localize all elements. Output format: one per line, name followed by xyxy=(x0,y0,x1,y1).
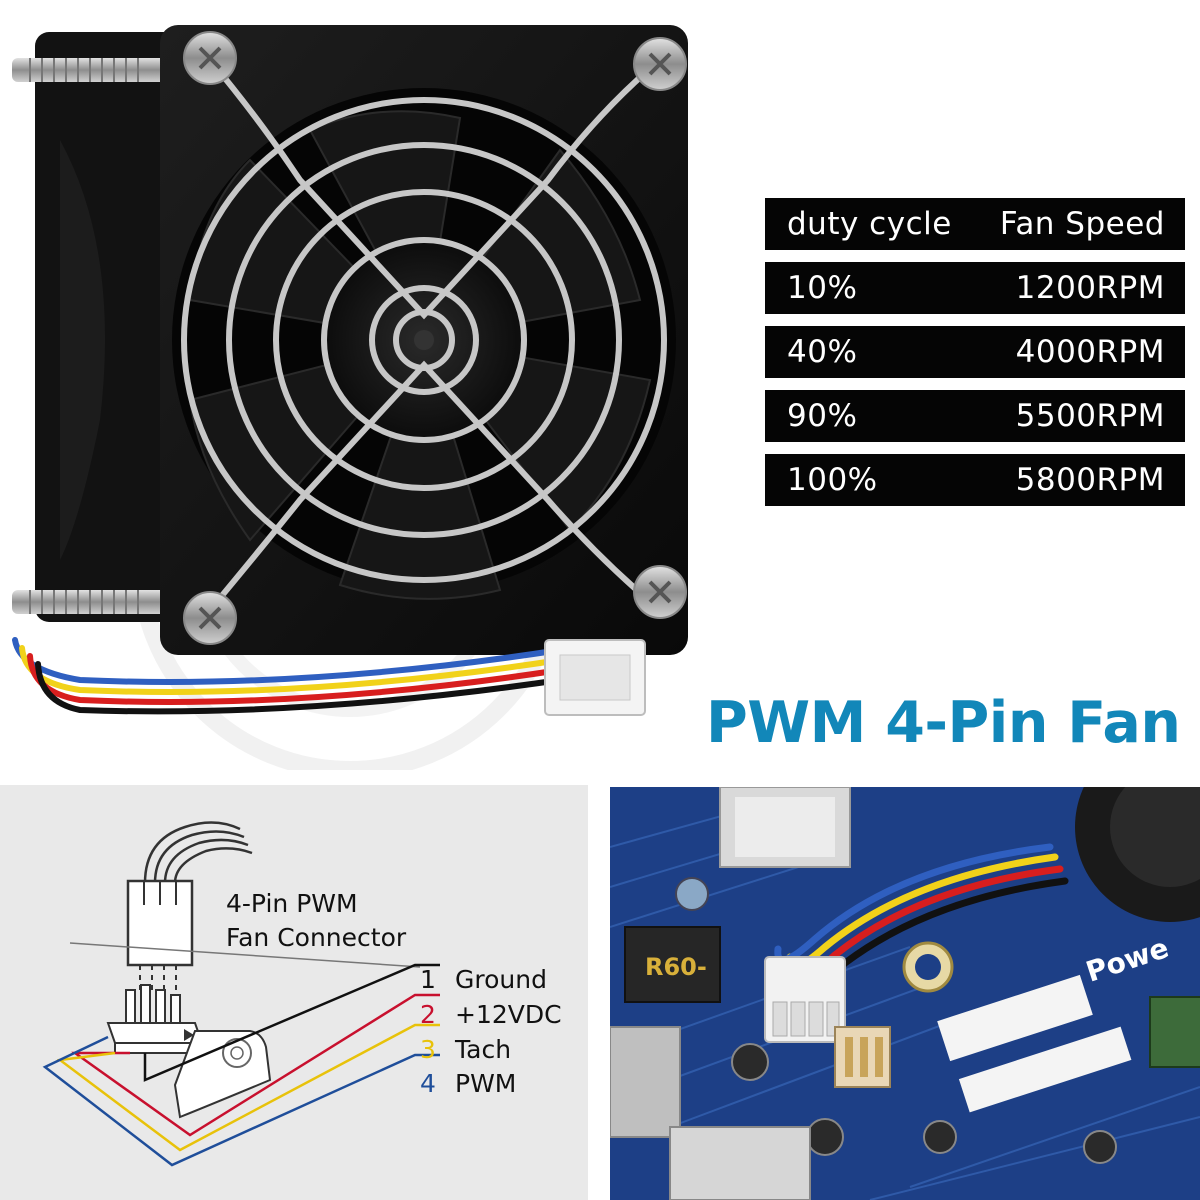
duty-cell: 100% xyxy=(787,462,878,498)
speed-cell: 5500RPM xyxy=(1015,398,1165,434)
pin-3-label: Tach xyxy=(455,1035,512,1064)
connector-title-line2: Fan Connector xyxy=(226,923,407,952)
connector-title-line1: 4-Pin PWM xyxy=(226,889,358,918)
pin-2-number: 2 xyxy=(420,1000,436,1029)
table-row: 100% 5800RPM xyxy=(765,454,1185,506)
speed-table: duty cycle Fan Speed 10% 1200RPM 40% 400… xyxy=(765,190,1185,520)
table-row: 10% 1200RPM xyxy=(765,262,1185,314)
fan-product-photo xyxy=(0,0,700,779)
pin-4-label: PWM xyxy=(455,1069,517,1098)
fan-illustration xyxy=(12,25,688,779)
duty-cell: 40% xyxy=(787,334,858,370)
pinout-drawing xyxy=(42,821,440,1167)
chip-label: R60- xyxy=(645,953,707,981)
header-fan-speed: Fan Speed xyxy=(999,206,1165,242)
table-row: 90% 5500RPM xyxy=(765,390,1185,442)
pin-1-number: 1 xyxy=(420,965,436,994)
table-header: duty cycle Fan Speed xyxy=(765,198,1185,250)
motherboard-photo: R60- Powe xyxy=(610,787,1200,1200)
speed-cell: 1200RPM xyxy=(1015,270,1165,306)
fan-cable xyxy=(12,637,563,715)
motherboard-illustration: R60- Powe xyxy=(610,787,1200,1200)
pin-1-label: Ground xyxy=(455,965,547,994)
header-duty-cycle: duty cycle xyxy=(787,206,952,242)
table-row: 40% 4000RPM xyxy=(765,326,1185,378)
bolt-top xyxy=(12,58,172,82)
pinout-diagram: 4-Pin PWM Fan Connector 1 Ground 2 +12VD… xyxy=(0,785,588,1200)
fan-grill xyxy=(181,57,667,613)
bolt-bottom xyxy=(12,590,172,614)
speed-cell: 4000RPM xyxy=(1015,334,1165,370)
corner-screws xyxy=(183,31,687,645)
speed-cell: 5800RPM xyxy=(1015,462,1165,498)
duty-cell: 10% xyxy=(787,270,858,306)
inductor-r60 xyxy=(624,926,721,1003)
duty-cell: 90% xyxy=(787,398,858,434)
product-title: PWM 4-Pin Fan xyxy=(706,690,1181,756)
pin-3-number: 3 xyxy=(420,1035,436,1064)
pin-4-number: 4 xyxy=(420,1069,436,1098)
pin-2-label: +12VDC xyxy=(455,1000,562,1029)
